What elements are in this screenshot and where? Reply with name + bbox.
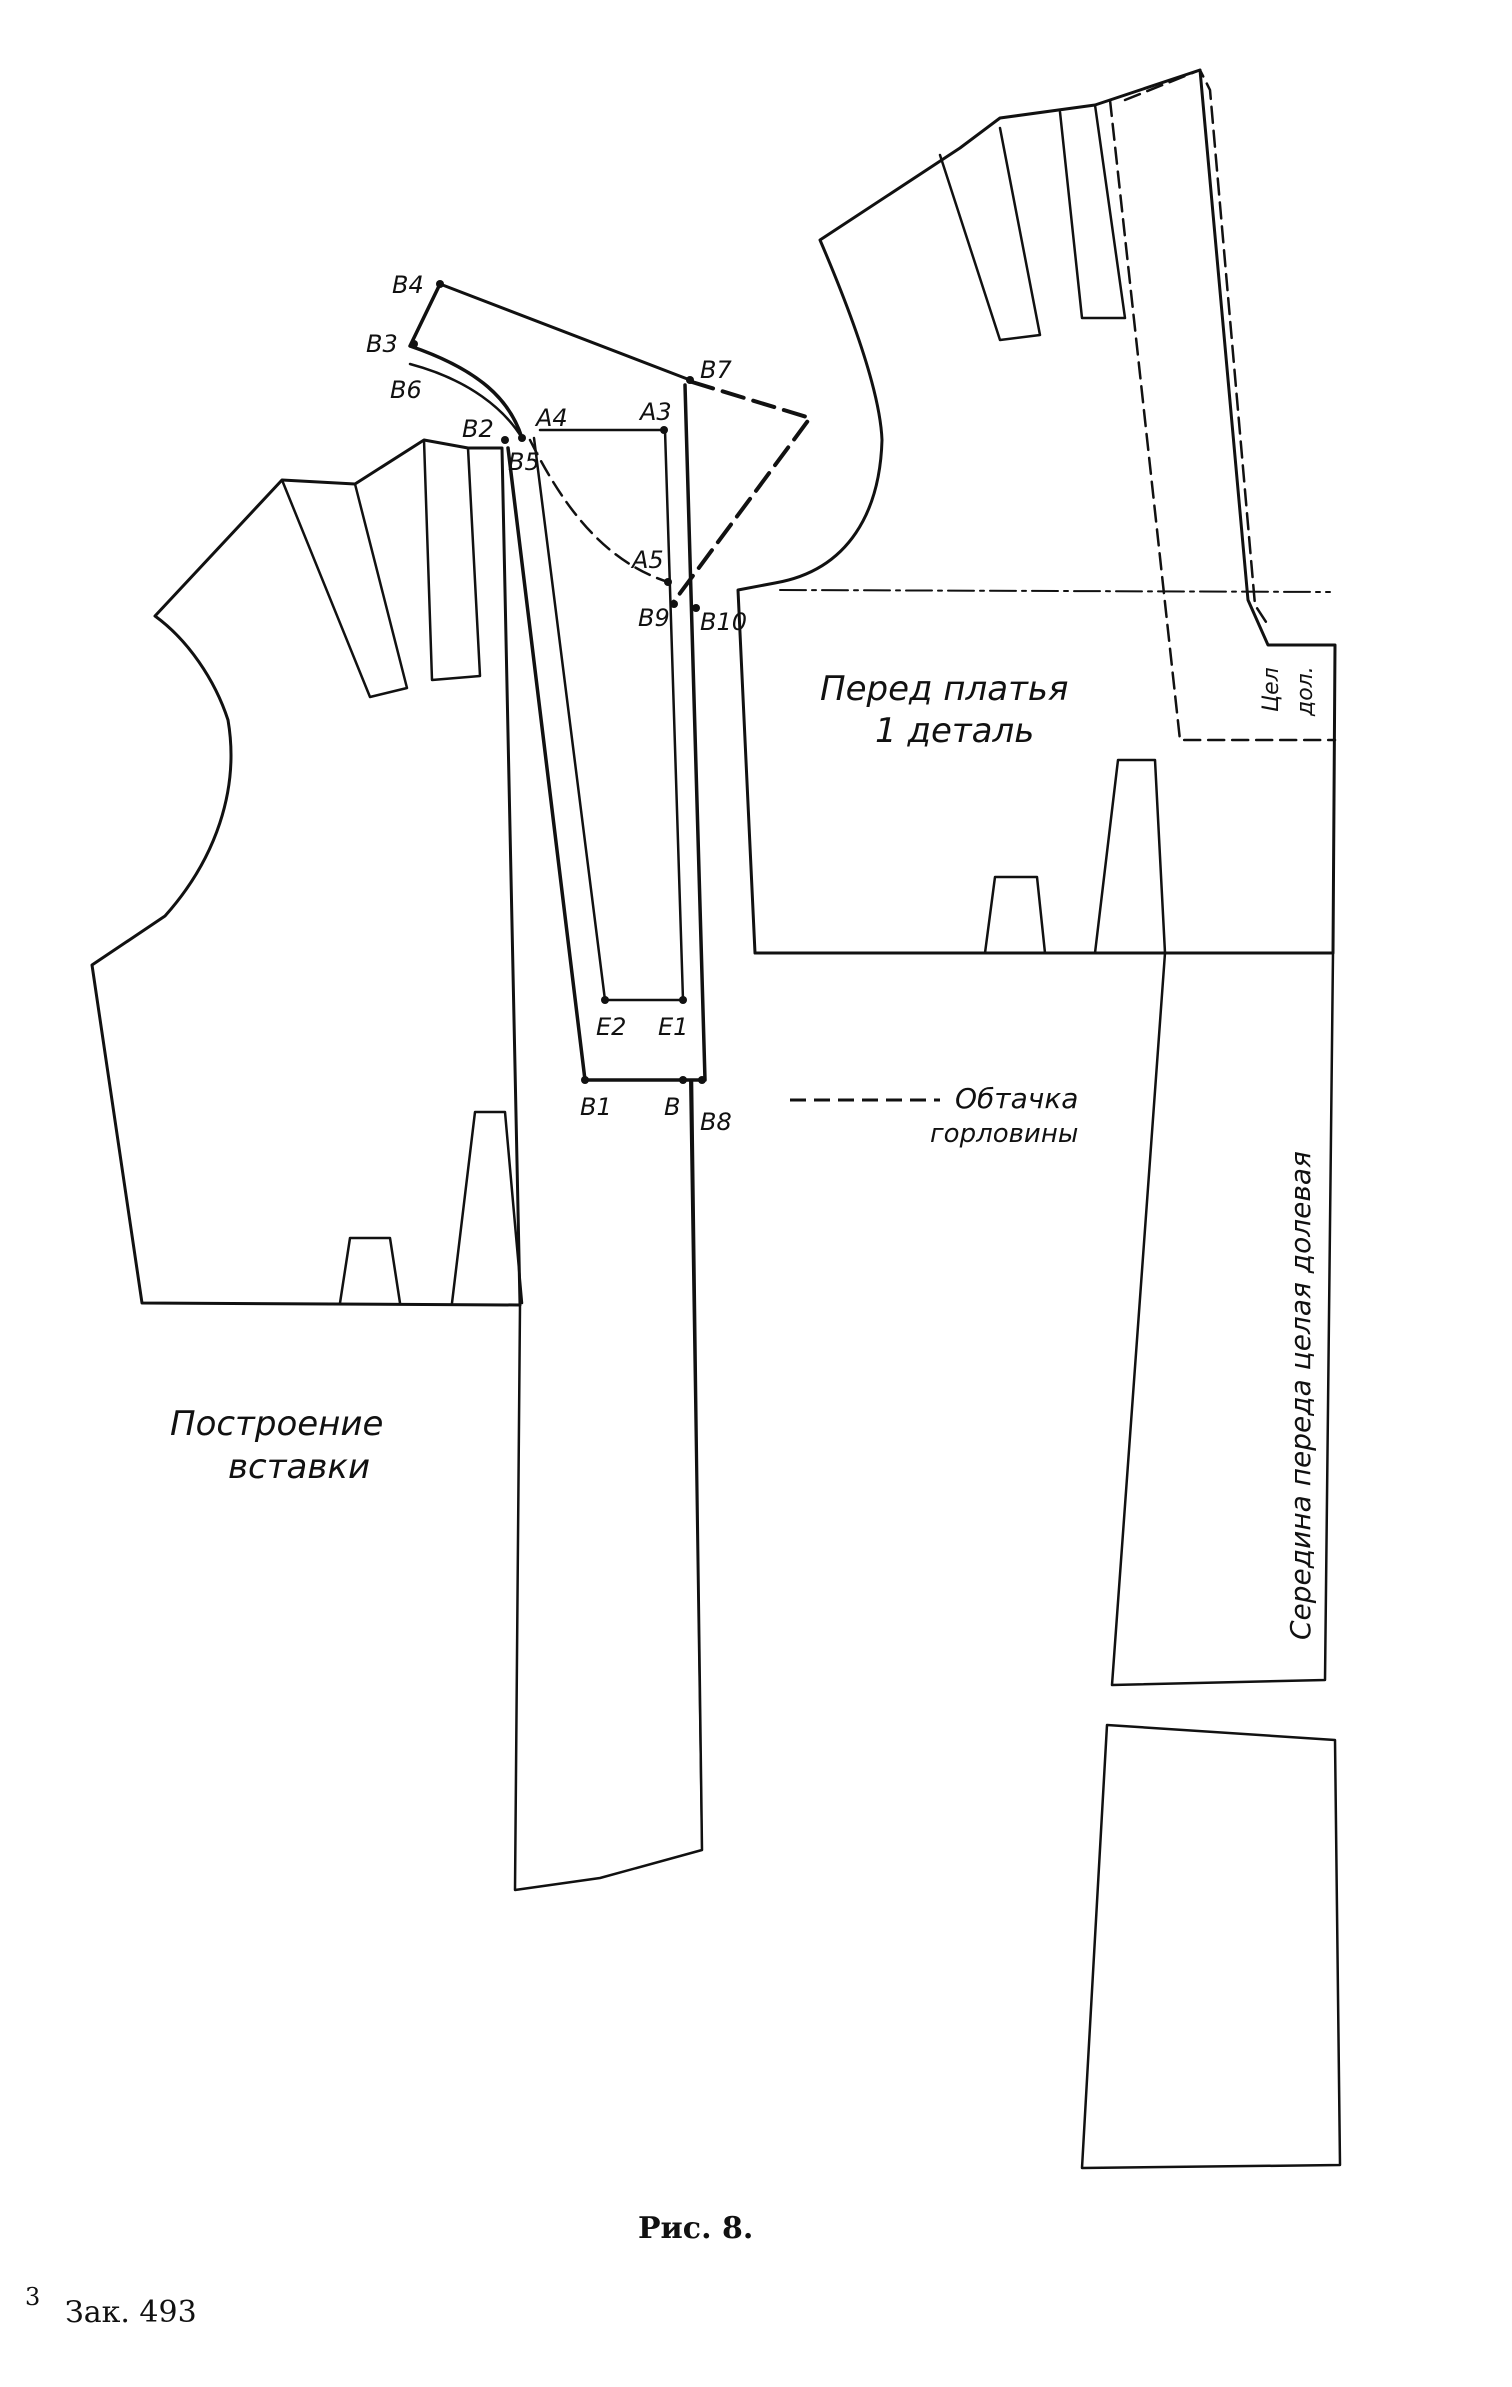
fold-label-line1: Цел [1259,667,1284,712]
point-b5: В5 [508,448,540,476]
insert-neck-curve [528,438,670,584]
right-waist-dart-2 [1093,758,1167,955]
right-fold-top [1123,68,1270,627]
point-b1: В1 [580,1093,612,1121]
insert-top-line [438,282,692,382]
point-b10: В10 [700,608,747,636]
right-fold-allowance [1108,98,1337,742]
insert-inner-outline [532,428,685,1002]
right-skirt-lower [1080,1723,1342,2170]
insert-inner-curve [408,362,524,440]
page-number: 3 [25,2283,40,2311]
center-skirt-strip [513,1078,704,1892]
facing-label-line1: Обтачка [955,1082,1078,1115]
point-labels: В4 В3 В6 В2 В5 А4 А3 В7 А5 В9 В10 Е2 Е1 … [366,271,747,1136]
point-a4: А4 [534,404,568,432]
insert-top-yoke [408,282,524,440]
left-waist-dart-1 [338,1236,402,1305]
right-front-piece [736,68,1342,2170]
right-shoulder-dart-1 [938,126,1042,342]
point-b7: В7 [700,356,732,384]
insert-label-line1: Построение [170,1404,383,1444]
right-skirt-upper [1110,951,1335,1687]
insert-label-line2: вставки [228,1447,370,1487]
facing-label-line2: горловины [930,1119,1078,1149]
point-b: В [664,1093,680,1121]
center-front-label: Середина переда целая долевая [1284,1151,1317,1640]
figure-caption: Рис. 8. [638,2211,753,2246]
point-b8: В8 [700,1108,732,1136]
left-shoulder-dart-2 [422,438,482,682]
left-shoulder-dart-1 [280,478,409,699]
front-label-line1: Перед платья [820,669,1068,709]
right-chest-line [779,589,1331,593]
insert-outline [506,383,707,1082]
point-e2: Е2 [596,1013,626,1041]
facing-dashed-line [670,380,812,606]
point-b9: В9 [638,604,670,632]
front-label-line2: 1 деталь [875,711,1034,751]
construction-points [410,280,706,1084]
right-front-outline [736,68,1337,955]
piece-labels: Перед платья 1 деталь Цел дол. Обтачка г… [170,666,1318,1640]
point-b3: В3 [366,330,398,358]
point-a5: А5 [630,546,664,574]
right-shoulder-dart-2 [1058,103,1127,320]
point-b6: В6 [390,376,422,404]
right-waist-dart-1 [983,875,1047,955]
point-a3: А3 [638,398,672,426]
left-waist-dart-2 [450,1110,524,1305]
center-skirt-stripe [689,1079,703,1851]
fold-label-line2: дол. [1293,666,1318,717]
point-b2: В2 [462,415,494,443]
order-number: Зак. 493 [65,2295,197,2330]
insert-construction [408,282,812,1892]
left-bodice-piece [90,438,524,1307]
point-b4: В4 [392,271,424,299]
left-bodice-outline [90,438,522,1307]
point-e1: Е1 [658,1013,688,1041]
